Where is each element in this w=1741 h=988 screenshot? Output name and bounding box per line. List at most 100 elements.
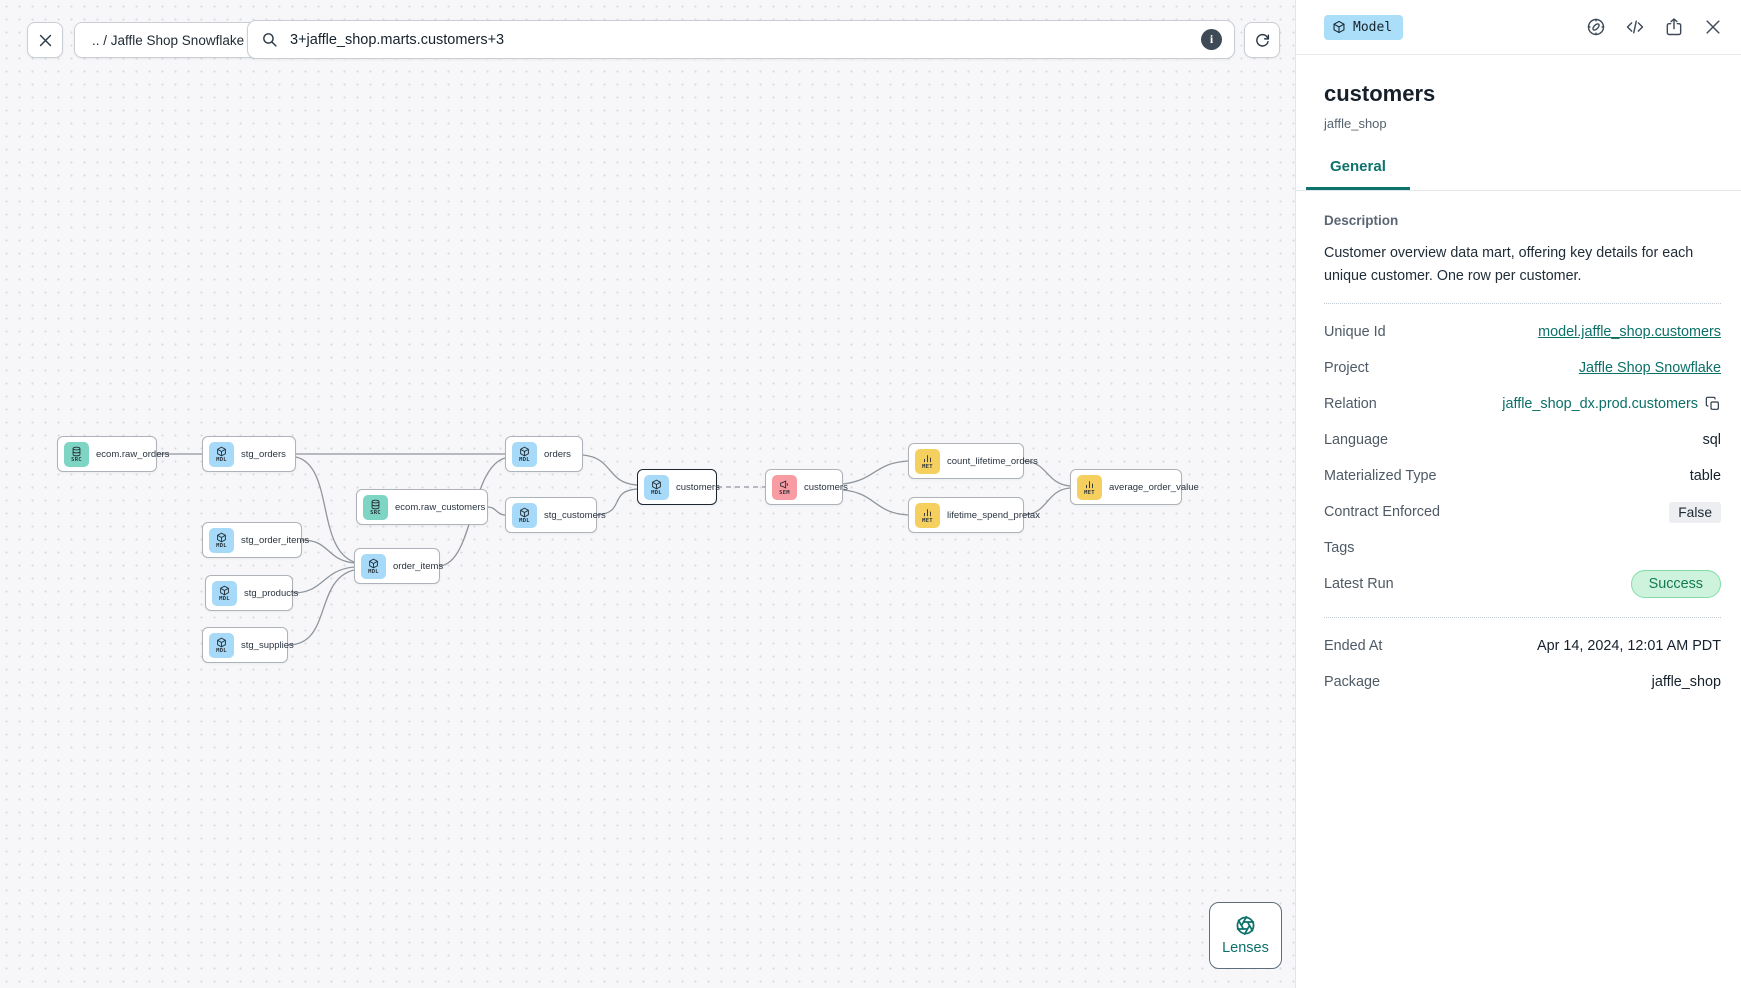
node-label: orders [544, 448, 571, 460]
close-icon [37, 32, 54, 49]
source-icon: SRC [363, 494, 388, 520]
breadcrumb[interactable]: .. / Jaffle Shop Snowflake [74, 22, 263, 58]
refresh-icon [1254, 32, 1271, 49]
graph-node-average_order_value[interactable]: MET average_order_value [1070, 469, 1199, 505]
details-panel: Model customers jaffle_shop General Desc… [1295, 0, 1741, 988]
row-value: Apr 14, 2024, 12:01 AM PDT [1537, 638, 1721, 655]
graph-node-stg_customers[interactable]: MDL stg_customers [505, 497, 606, 533]
row-value: jaffle_shop [1651, 674, 1721, 691]
node-label: lifetime_spend_pretax [947, 509, 1040, 521]
source-icon: SRC [64, 441, 89, 467]
lineage-edges [157, 453, 1071, 646]
row-label: Relation [1324, 396, 1377, 413]
code-icon [1625, 17, 1645, 37]
node-label: stg_orders [241, 448, 286, 460]
panel-header: Model [1296, 0, 1741, 55]
package-subtitle: jaffle_shop [1324, 116, 1387, 131]
description-text: Customer overview data mart, offering ke… [1324, 245, 1694, 285]
detail-row-latest-run: Latest Run Success [1324, 566, 1721, 602]
search-input[interactable] [288, 30, 1201, 49]
detail-row-package: Package jaffle_shop [1324, 664, 1721, 700]
row-value-link[interactable]: model.jaffle_shop.customers [1538, 324, 1721, 341]
graph-node-stg_supplies[interactable]: MDL stg_supplies [202, 627, 294, 663]
model-icon: MDL [512, 502, 537, 528]
breadcrumb-label: .. / Jaffle Shop Snowflake [92, 32, 245, 48]
page-title: customers [1324, 81, 1436, 106]
semantic-icon: SEM [772, 474, 797, 500]
row-label: Ended At [1324, 638, 1383, 655]
share-icon [1664, 17, 1684, 37]
row-label: Package [1324, 674, 1381, 691]
search-icon [261, 31, 278, 48]
status-badge: Success [1630, 570, 1721, 599]
lenses-label: Lenses [1222, 940, 1269, 956]
refresh-button[interactable] [1244, 22, 1280, 58]
model-icon: MDL [361, 553, 386, 579]
graph-node-ecom-raw_orders[interactable]: SRC ecom.raw_orders [57, 436, 169, 472]
compass-icon [1586, 17, 1606, 37]
copy-icon[interactable] [1705, 396, 1721, 412]
graph-node-stg_order_items[interactable]: MDL stg_order_items [202, 522, 309, 558]
view-code-button[interactable] [1625, 17, 1645, 37]
aperture-icon [1235, 915, 1256, 936]
cube-icon [1332, 20, 1346, 34]
model-icon: MDL [209, 632, 234, 658]
explore-button[interactable] [1586, 17, 1606, 37]
resource-type-badge: Model [1324, 14, 1404, 40]
share-button[interactable] [1664, 17, 1684, 37]
row-label: Materialized Type [1324, 468, 1437, 485]
model-icon: MDL [512, 441, 537, 467]
node-label: customers [676, 481, 720, 493]
metric-icon: MET [915, 448, 940, 474]
model-icon: MDL [644, 474, 669, 500]
row-label: Contract Enforced [1324, 504, 1440, 521]
node-label: customers [804, 481, 848, 493]
node-label: stg_order_items [241, 534, 310, 546]
close-panel-button[interactable] [1703, 17, 1723, 37]
description-label: Description [1324, 213, 1399, 228]
row-label: Unique Id [1324, 324, 1386, 341]
tab-general[interactable]: General [1306, 158, 1410, 190]
lineage-search-bar[interactable]: i [247, 20, 1235, 59]
metric-icon: MET [1077, 474, 1102, 500]
graph-node-customers[interactable]: MDL customers [637, 469, 720, 505]
info-icon[interactable]: i [1201, 29, 1222, 50]
divider [1324, 617, 1721, 619]
row-label: Latest Run [1324, 576, 1394, 593]
node-label: stg_customers [544, 509, 606, 521]
graph-node-lifetime_spend_pretax[interactable]: MET lifetime_spend_pretax [908, 497, 1040, 533]
lenses-button[interactable]: Lenses [1209, 902, 1282, 969]
row-value-link[interactable]: Jaffle Shop Snowflake [1578, 360, 1721, 377]
graph-node-orders[interactable]: MDL orders [505, 436, 583, 472]
node-label: stg_products [244, 587, 299, 599]
panel-tabs: General [1296, 158, 1741, 191]
close-lineage-button[interactable] [27, 22, 63, 58]
node-label: stg_supplies [241, 639, 294, 651]
graph-node-customers[interactable]: SEM customers [765, 469, 848, 505]
graph-node-order_items[interactable]: MDL order_items [354, 548, 444, 584]
resource-type-label: Model [1353, 19, 1393, 35]
detail-row-unique-id: Unique Id model.jaffle_shop.customers [1324, 314, 1721, 350]
detail-row-relation: Relation jaffle_shop_dx.prod.customers [1324, 386, 1721, 422]
row-value: jaffle_shop_dx.prod.customers [1502, 396, 1698, 413]
model-icon: MDL [212, 580, 237, 606]
model-icon: MDL [209, 441, 234, 467]
detail-row-ended-at: Ended At Apr 14, 2024, 12:01 AM PDT [1324, 628, 1721, 664]
node-label: average_order_value [1109, 481, 1199, 493]
graph-node-stg_orders[interactable]: MDL stg_orders [202, 436, 296, 472]
node-label: ecom.raw_customers [395, 501, 486, 513]
node-label: order_items [393, 560, 444, 572]
graph-node-ecom-raw_customers[interactable]: SRC ecom.raw_customers [356, 489, 488, 525]
metric-icon: MET [915, 502, 940, 528]
close-icon [1703, 17, 1723, 37]
node-label: ecom.raw_orders [96, 448, 170, 460]
detail-row-tags: Tags [1324, 530, 1721, 566]
model-icon: MDL [209, 527, 234, 553]
graph-node-stg_products[interactable]: MDL stg_products [205, 575, 298, 611]
row-label: Tags [1324, 540, 1355, 557]
